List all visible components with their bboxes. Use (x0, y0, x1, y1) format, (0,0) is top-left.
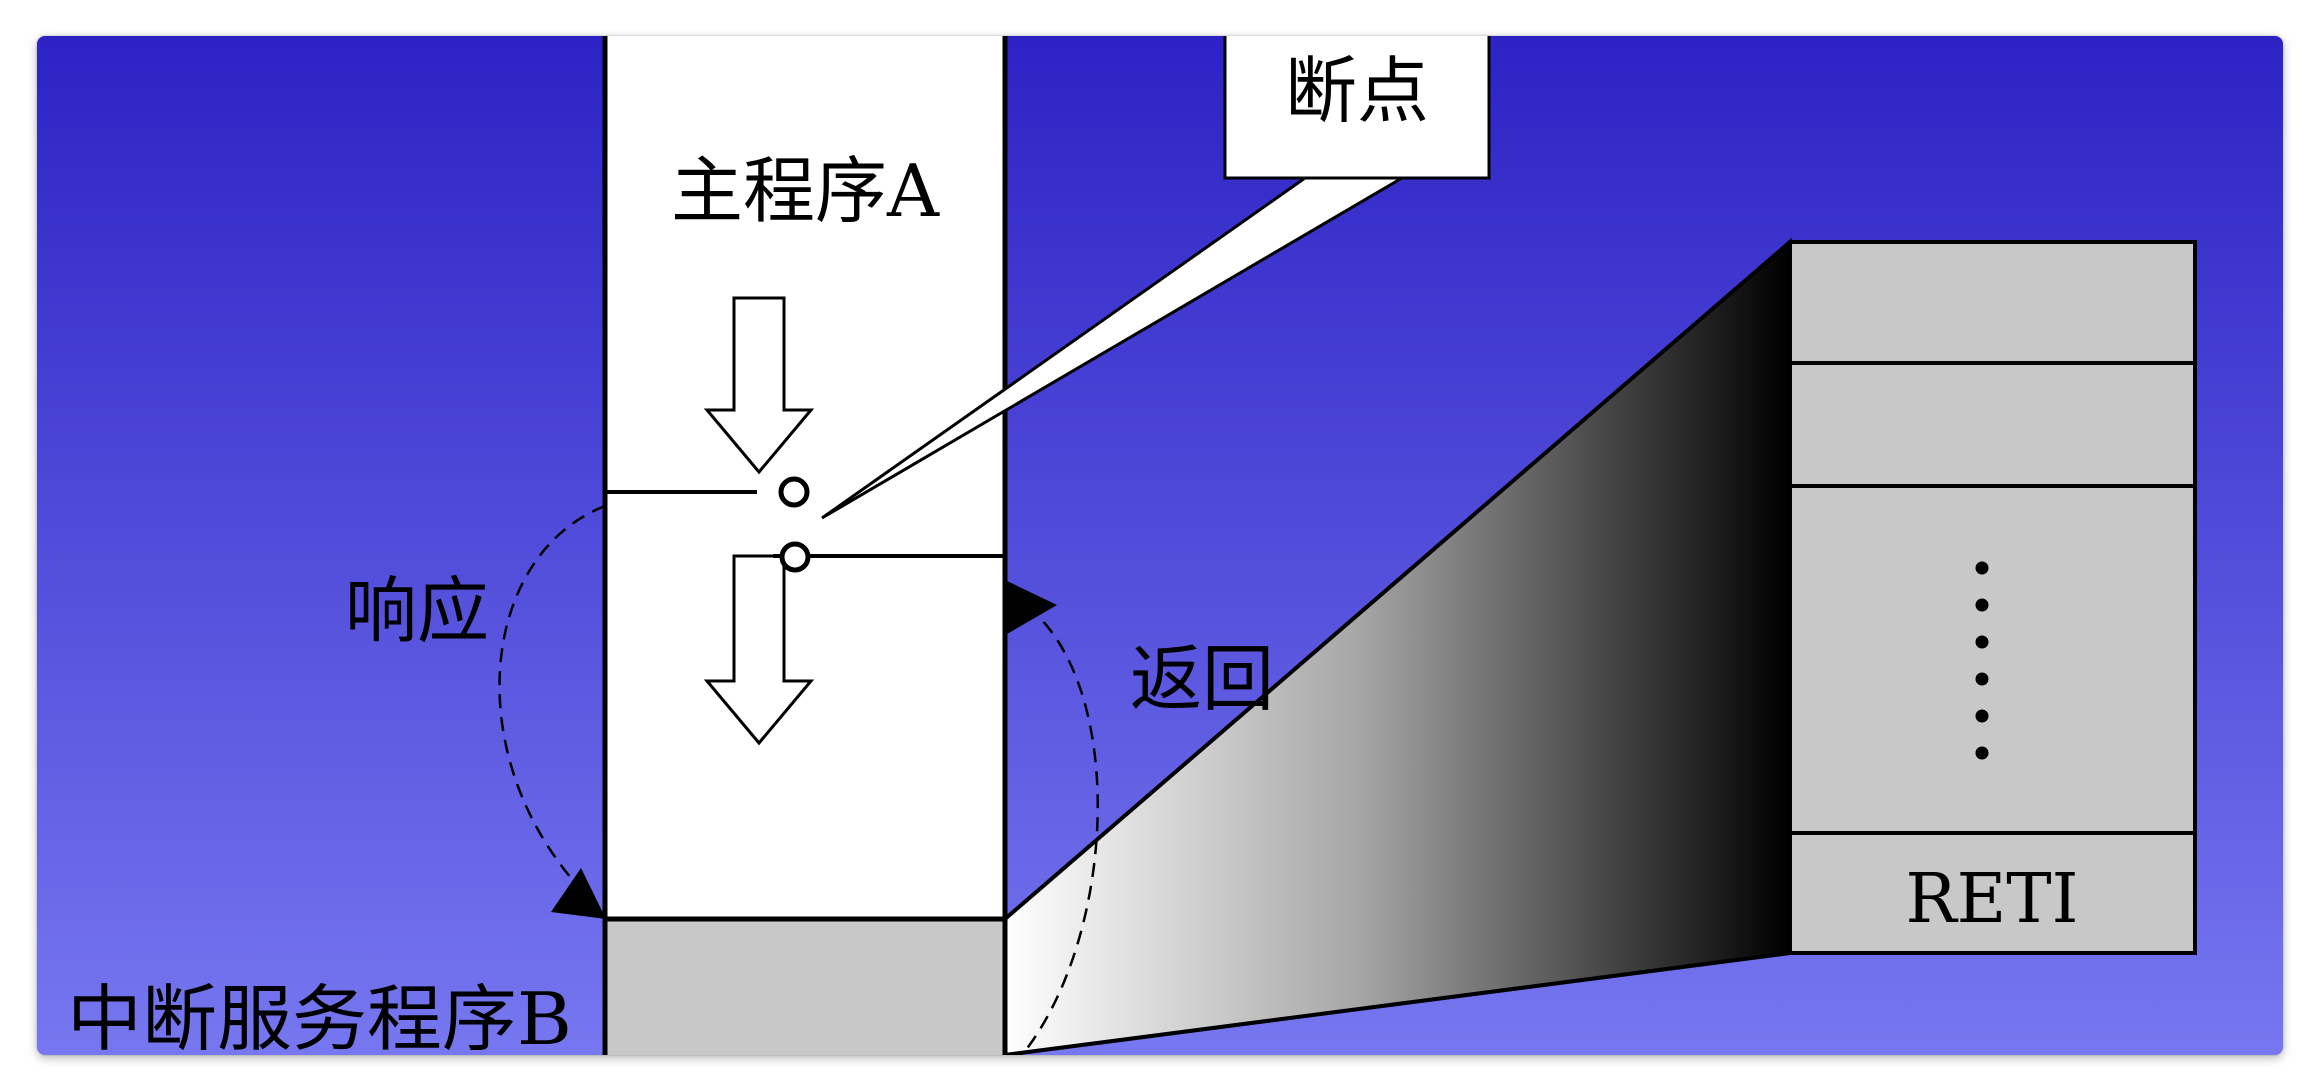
diagram-frame: 主程序A 断点 响应 返回 中断服务程序B RETI (37, 36, 2283, 1055)
flow-down-arrow-lower (703, 554, 815, 746)
respond-arc (498, 504, 606, 902)
isr-block (602, 916, 1008, 1055)
return-label: 返回 (1130, 637, 1274, 721)
breakpoint-label: 断点 (1285, 49, 1429, 133)
isr-label: 中断服务程序B (67, 977, 572, 1055)
respond-arrowhead (551, 868, 606, 919)
return-arrowhead (1007, 581, 1057, 634)
reti-label: RETI (1905, 860, 2078, 939)
return-arc (1021, 605, 1099, 1055)
main-program-label: 主程序A (671, 149, 940, 233)
interrupt-diagram: 主程序A 断点 响应 返回 中断服务程序B RETI (37, 36, 2283, 1055)
ellipsis-dots (1975, 561, 1989, 760)
breakpoint-circle-lower (779, 541, 811, 573)
breakpoint-callout (821, 36, 1491, 520)
breakpoint-circle-upper (778, 476, 810, 508)
listing-cell-1 (1788, 240, 2197, 365)
flow-down-arrow-upper (703, 296, 815, 475)
listing-cell-reti (1788, 831, 2197, 955)
respond-label: 响应 (345, 569, 489, 653)
listing-cell-ellipsis (1788, 484, 2197, 835)
isr-listing (1788, 240, 2197, 955)
listing-cell-2 (1788, 361, 2197, 488)
main-program-block (602, 36, 1008, 922)
